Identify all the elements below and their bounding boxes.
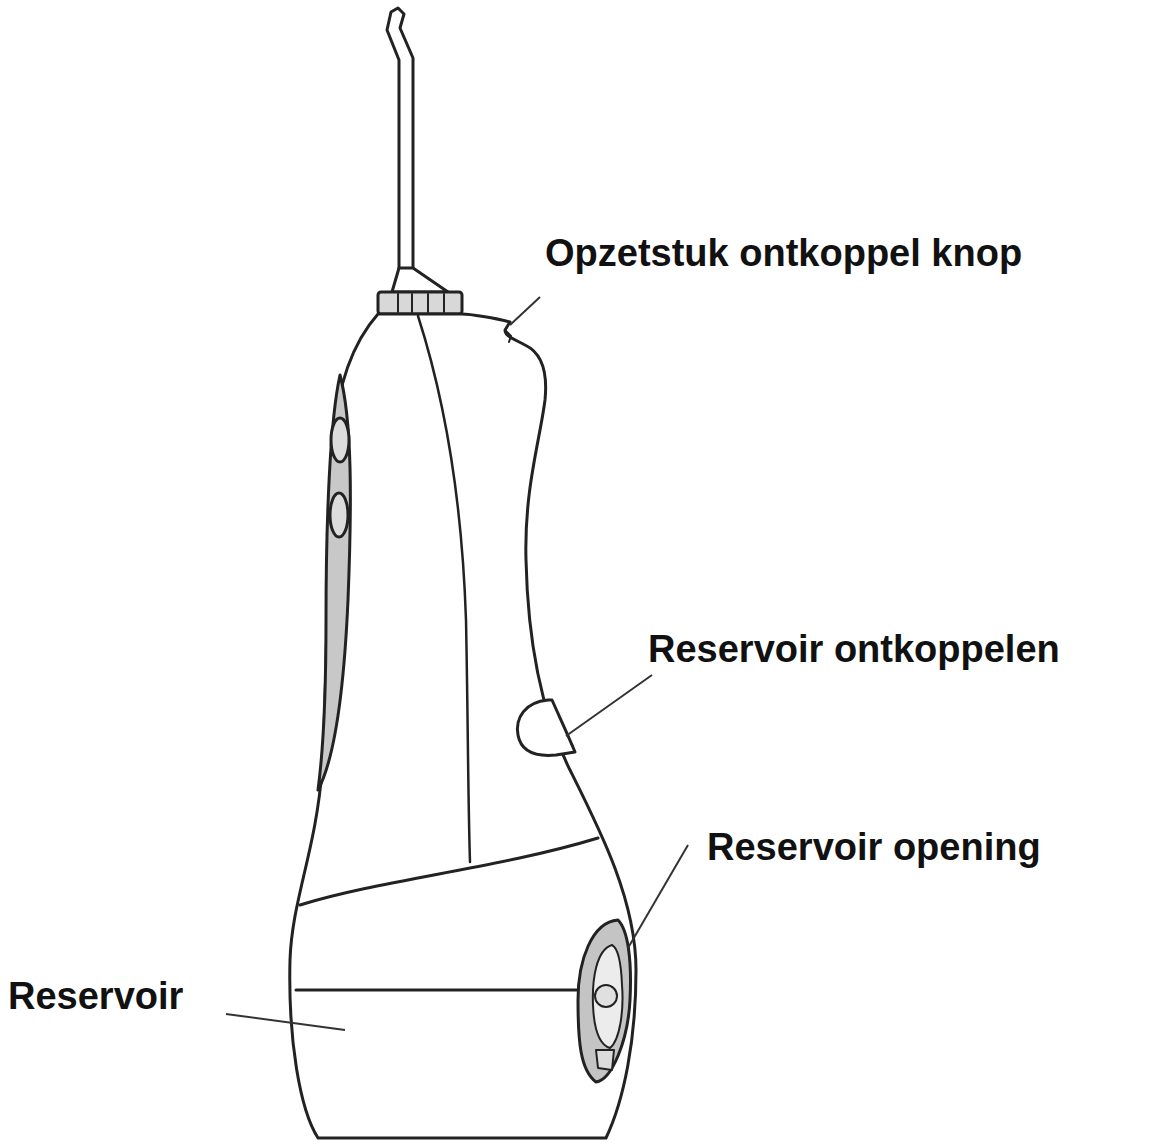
button [330,493,348,537]
nozzle [387,8,413,268]
part-label: Reservoir ontkoppelen [648,628,1060,672]
collar [378,292,462,314]
nozzle-base [392,268,448,292]
part-label: Opzetstuk ontkoppel knop [545,232,1022,276]
part-label: Reservoir opening [707,826,1041,870]
release-button [517,700,575,755]
button [331,418,349,462]
part-label: Reservoir [8,975,183,1019]
reservoir-opening [578,920,631,1082]
handle-body [290,314,636,1138]
side-panel [318,375,350,790]
